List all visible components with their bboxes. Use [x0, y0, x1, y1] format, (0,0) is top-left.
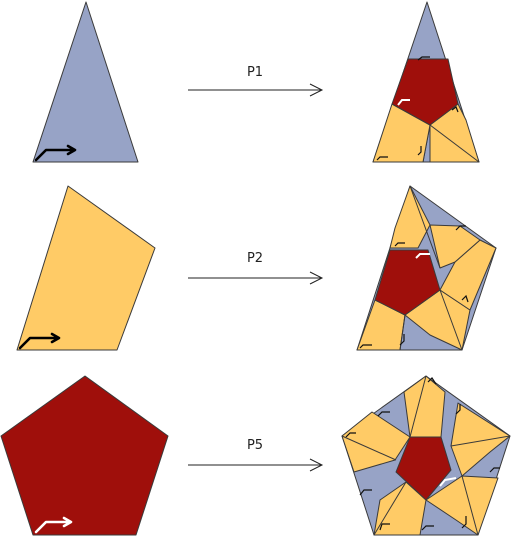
red-pentagon-tile [395, 436, 452, 501]
yellow-tile [429, 224, 481, 269]
yellow-tile [425, 475, 499, 536]
orientation-marker [451, 106, 459, 113]
orientation-marker [34, 516, 73, 534]
source-triangle-tile [32, 1, 139, 163]
orientation-marker [417, 56, 430, 61]
orientation-marker [415, 253, 430, 259]
orientation-marker [359, 489, 372, 496]
orientation-marker [379, 523, 390, 531]
source-quadrilateral-tile [16, 185, 156, 351]
result-tiling [372, 1, 480, 163]
orientation-marker [421, 525, 434, 531]
rule-p5: P5 [0, 375, 511, 536]
right-arrow-icon [309, 458, 324, 472]
orientation-marker [489, 467, 500, 473]
yellow-tile [439, 239, 497, 311]
orientation-marker [18, 332, 61, 350]
orientation-marker [461, 516, 467, 529]
source-pentagon-tile [0, 375, 169, 536]
orientation-marker [377, 411, 390, 417]
right-arrow-icon [309, 271, 324, 285]
result-tiling [356, 185, 497, 351]
rule-label: P2 [247, 251, 263, 266]
yellow-tile [389, 185, 431, 249]
right-arrow-icon [309, 83, 324, 97]
orientation-marker [417, 146, 422, 156]
orientation-marker [399, 334, 405, 346]
orientation-marker [34, 144, 77, 162]
yellow-tile [450, 402, 511, 477]
orientation-marker [427, 377, 437, 385]
rule-label: P1 [247, 65, 263, 80]
rule-p1: P1 [32, 1, 480, 163]
orientation-marker [455, 225, 466, 231]
orientation-marker [455, 404, 461, 415]
red-pentagon-tile [391, 58, 459, 126]
orientation-marker [376, 156, 388, 161]
rule-label: P5 [247, 438, 263, 453]
orientation-marker [439, 477, 457, 487]
rule-p2: P2 [16, 185, 497, 351]
orientation-marker [461, 294, 469, 303]
orientation-marker [397, 99, 410, 106]
result-tiling [341, 375, 511, 536]
orientation-marker [345, 432, 356, 438]
yellow-tile [341, 411, 411, 473]
red-pentagon-tile [374, 249, 441, 316]
orientation-marker [394, 242, 405, 247]
orientation-marker [359, 344, 372, 349]
